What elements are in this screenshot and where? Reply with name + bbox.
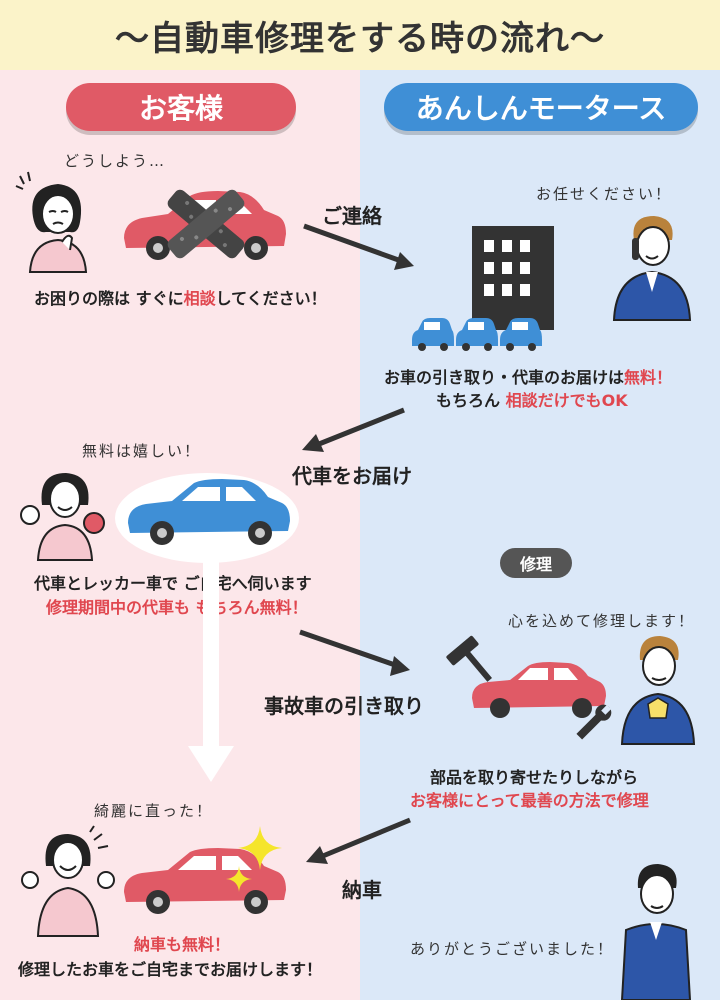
step-contact: ご連絡 — [322, 204, 382, 228]
staff-phone-icon — [612, 216, 692, 321]
red-car-icon — [472, 662, 606, 718]
delivery-free-text: 納車も無料！ — [134, 935, 231, 954]
consult-ok-text: もちろん 相談だけでもOK — [436, 391, 628, 410]
staff-bowing-icon — [620, 864, 692, 1000]
shop-label: あんしんモータース — [384, 83, 698, 131]
cheering-woman-icon — [21, 825, 115, 937]
bubble-thanks: ありがとうございました！ — [410, 940, 615, 958]
bubble-fixed: 綺麗に直った！ — [94, 802, 214, 820]
arrow-contact — [303, 223, 414, 270]
substitute-free-text: 修理期間中の代車も もちろん無料！ — [46, 598, 308, 617]
bubble-free-happy: 無料は嬉しい！ — [82, 442, 202, 460]
parked-cars-icon — [412, 318, 542, 351]
step-deliver-substitute: 代車をお届け — [292, 464, 412, 488]
shiny-red-car-icon — [124, 848, 286, 914]
office-building-icon — [472, 226, 554, 330]
damaged-car-icon — [124, 189, 286, 260]
arrow-deliver-substitute — [302, 407, 405, 452]
wrench-icon — [576, 704, 612, 740]
bubble-worried: どうしよう… — [64, 152, 167, 170]
repair-badge: 修理 — [500, 548, 572, 578]
staff-heart-icon — [620, 636, 696, 745]
step-pickup: 事故車の引き取り — [264, 694, 424, 718]
sparkle-icon — [238, 826, 282, 870]
happy-woman-icon — [20, 473, 105, 561]
worried-woman-icon — [15, 171, 88, 273]
best-method-text: お客様にとって最善の方法で修理 — [410, 791, 649, 810]
bubble-leave-it: お任せください！ — [536, 185, 673, 203]
bubble-heartfelt: 心を込めて修理します！ — [508, 612, 696, 630]
arrow-pickup — [299, 629, 410, 676]
arrow-return — [306, 817, 411, 864]
step-return: 納車 — [342, 878, 382, 902]
parts-text: 部品を取り寄せたりしながら — [430, 768, 639, 787]
substitute-visit-text: 代車とレッカー車で ご自宅へ伺います — [34, 574, 312, 593]
delivery-home-text: 修理したお車をご自宅までお届けします！ — [18, 960, 323, 979]
customer-label: お客様 — [66, 83, 296, 131]
down-arrow-icon — [188, 550, 234, 782]
hammer-icon — [446, 635, 493, 682]
blue-car-icon — [128, 479, 290, 545]
sparkle-small-icon — [226, 866, 252, 892]
pickup-free-text: お車の引き取り・代車のお届けは無料！ — [384, 368, 673, 387]
trouble-text: お困りの際は すぐに相談してください！ — [34, 289, 327, 308]
page-title: 〜自動車修理をする時の流れ〜 — [0, 0, 720, 70]
